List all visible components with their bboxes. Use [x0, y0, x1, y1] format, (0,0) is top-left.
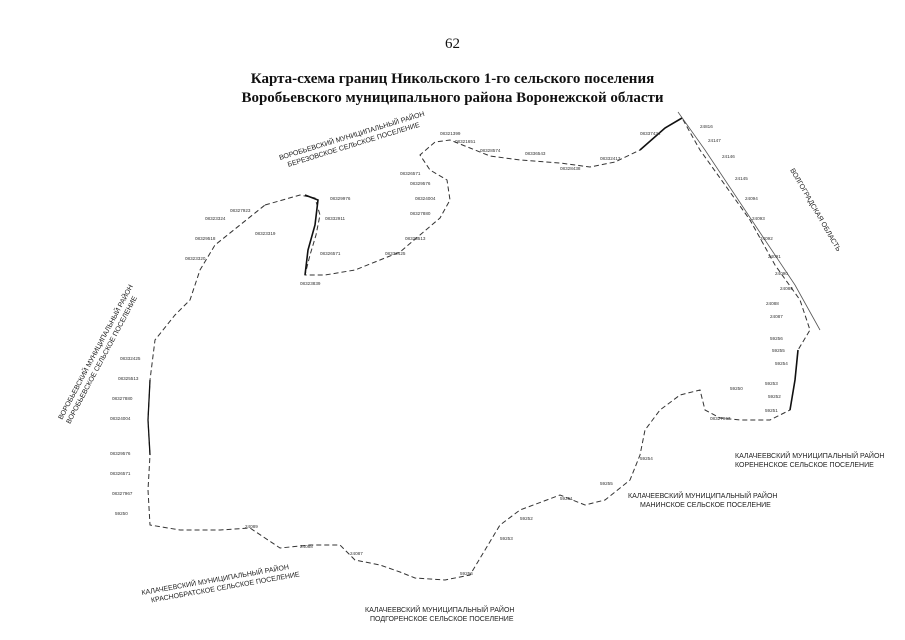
neighbor-label-south: КАЛАЧЕЕВСКИЙ МУНИЦИПАЛЬНЫЙ РАЙОН ПОДГОРЕ… [365, 605, 514, 623]
point-label: 59250 [115, 511, 128, 516]
point-label: 59252 [520, 516, 533, 521]
point-label: 08327967 [710, 416, 731, 421]
point-label: 08324004 [110, 416, 131, 421]
point-label: 59254 [640, 456, 653, 461]
neighbor-label-southeast: КАЛАЧЕЕВСКИЙ МУНИЦИПАЛЬНЫЙ РАЙОН КОРЕНЕН… [735, 451, 884, 469]
point-label: 24146 [722, 154, 735, 159]
point-label: 08326571 [320, 251, 341, 256]
boundary-solid-segment-west [304, 194, 319, 276]
point-label: 08327967 [112, 491, 133, 496]
neighbor-south-line-2: ПОДГОРЕНСКОЕ СЕЛЬСКОЕ ПОСЕЛЕНИЕ [370, 616, 514, 623]
neighbor-label-west: ВОРОБЬЕВСКИЙ МУНИЦИПАЛЬНЫЙ РАЙОН ВОРОБЬЕ… [56, 283, 139, 425]
point-label: 08332425 [120, 356, 141, 361]
point-label: 24094 [745, 196, 758, 201]
neighbor-southeast-line-2: КОРЕНЕНСКОЕ СЕЛЬСКОЕ ПОСЕЛЕНИЕ [735, 462, 874, 469]
point-label: 08323324 [205, 216, 226, 221]
point-label: 59250 [730, 386, 743, 391]
point-label: 08327880 [112, 396, 133, 401]
boundary-solid-segment-east [789, 349, 799, 411]
settlement-boundary-line [147, 117, 811, 581]
point-label: 08323839 [300, 281, 321, 286]
point-label: 08328574 [480, 148, 501, 153]
map-title-line-1: Карта-схема границ Никольского 1-го сель… [250, 71, 655, 87]
point-label: 59251 [765, 408, 778, 413]
point-label: 08328438 [560, 166, 581, 171]
point-label: 08329576 [410, 181, 431, 186]
point-label: 24089 [780, 286, 793, 291]
neighbor-south-east-line-1: КАЛАЧЕЕВСКИЙ МУНИЦИПАЛЬНЫЙ РАЙОН [628, 491, 777, 500]
map-title: Карта-схема границ Никольского 1-го сель… [0, 70, 905, 108]
point-label: 24087 [770, 314, 783, 319]
point-label: 08329576 [110, 451, 131, 456]
point-label: 08337434 [640, 131, 661, 136]
point-label: 24090 [775, 271, 788, 276]
neighbor-east-line-1: ВОЛГОГРАДСКАЯ ОБЛАСТЬ [788, 168, 842, 254]
neighbor-south-line-1: КАЛАЧЕЕВСКИЙ МУНИЦИПАЛЬНЫЙ РАЙОН [365, 605, 514, 614]
point-label: 08323320 [185, 256, 206, 261]
point-label: 08332413 [600, 156, 621, 161]
point-label: 24088 [766, 301, 779, 306]
point-label: 08336543 [525, 151, 546, 156]
point-label: 59256 [770, 336, 783, 341]
point-label: 08323319 [255, 231, 276, 236]
point-label: 24089 [245, 524, 258, 529]
point-label: 59255 [600, 481, 613, 486]
point-label: 08325513 [118, 376, 139, 381]
point-label: 24093 [752, 216, 765, 221]
point-label: 59253 [500, 536, 513, 541]
neighbor-north-line-1: ВОРОБЬЕВСКИЙ МУНИЦИПАЛЬНЫЙ РАЙОН [278, 109, 426, 162]
boundary-point-labels: 08321399 08321651 08328574 08336543 0832… [110, 124, 793, 576]
map-title-line-2: Воробьевского муниципального района Воро… [241, 90, 664, 106]
point-label: 08324004 [415, 196, 436, 201]
point-label: 59255 [772, 348, 785, 353]
point-label: 08327923 [230, 208, 251, 213]
point-label: 08329976 [330, 196, 351, 201]
point-label: 24088 [300, 544, 313, 549]
neighbor-south-east-line-2: МАНИНСКОЕ СЕЛЬСКОЕ ПОСЕЛЕНИЕ [640, 502, 771, 509]
neighbor-label-south-east: КАЛАЧЕЕВСКИЙ МУНИЦИПАЛЬНЫЙ РАЙОН МАНИНСК… [628, 491, 777, 509]
boundary-solid-segment-west-side [147, 379, 151, 456]
neighbor-label-southwest: КАЛАЧЕЕВСКИЙ МУНИЦИПАЛЬНЫЙ РАЙОН КРАСНОБ… [141, 562, 301, 604]
oblast-border-line [677, 111, 821, 331]
point-label: 08327880 [410, 211, 431, 216]
point-label: 59256 [460, 571, 473, 576]
point-label: 08321651 [455, 139, 476, 144]
point-label: 08321399 [440, 131, 461, 136]
point-label: 08325513 [405, 236, 426, 241]
neighbor-north-line-2: БЕРЕЗОВСКОЕ СЕЛЬСКОЕ ПОСЕЛЕНИЕ [287, 122, 421, 169]
point-label: 59254 [775, 361, 788, 366]
point-label: 59252 [768, 394, 781, 399]
neighbor-label-north: ВОРОБЬЕВСКИЙ МУНИЦИПАЛЬНЫЙ РАЙОН БЕРЕЗОВ… [278, 109, 426, 169]
point-label: 24147 [708, 138, 721, 143]
neighbor-southeast-line-1: КАЛАЧЕЕВСКИЙ МУНИЦИПАЛЬНЫЙ РАЙОН [735, 451, 884, 460]
page-number: 62 [445, 36, 460, 52]
point-label: 08326571 [110, 471, 131, 476]
point-label: 08326571 [400, 171, 421, 176]
boundary-solid-segment-northeast [639, 117, 683, 151]
point-label: 24816 [700, 124, 713, 129]
point-label: 08329518 [195, 236, 216, 241]
neighbor-label-east: ВОЛГОГРАДСКАЯ ОБЛАСТЬ [788, 168, 842, 254]
point-label: 24091 [768, 254, 781, 259]
point-label: 59253 [765, 381, 778, 386]
point-label: 24087 [350, 551, 363, 556]
point-label: 24145 [735, 176, 748, 181]
point-label: 24092 [760, 236, 773, 241]
point-label: 59251 [560, 496, 573, 501]
point-label: 08332425 [385, 251, 406, 256]
point-label: 08332911 [325, 216, 346, 221]
